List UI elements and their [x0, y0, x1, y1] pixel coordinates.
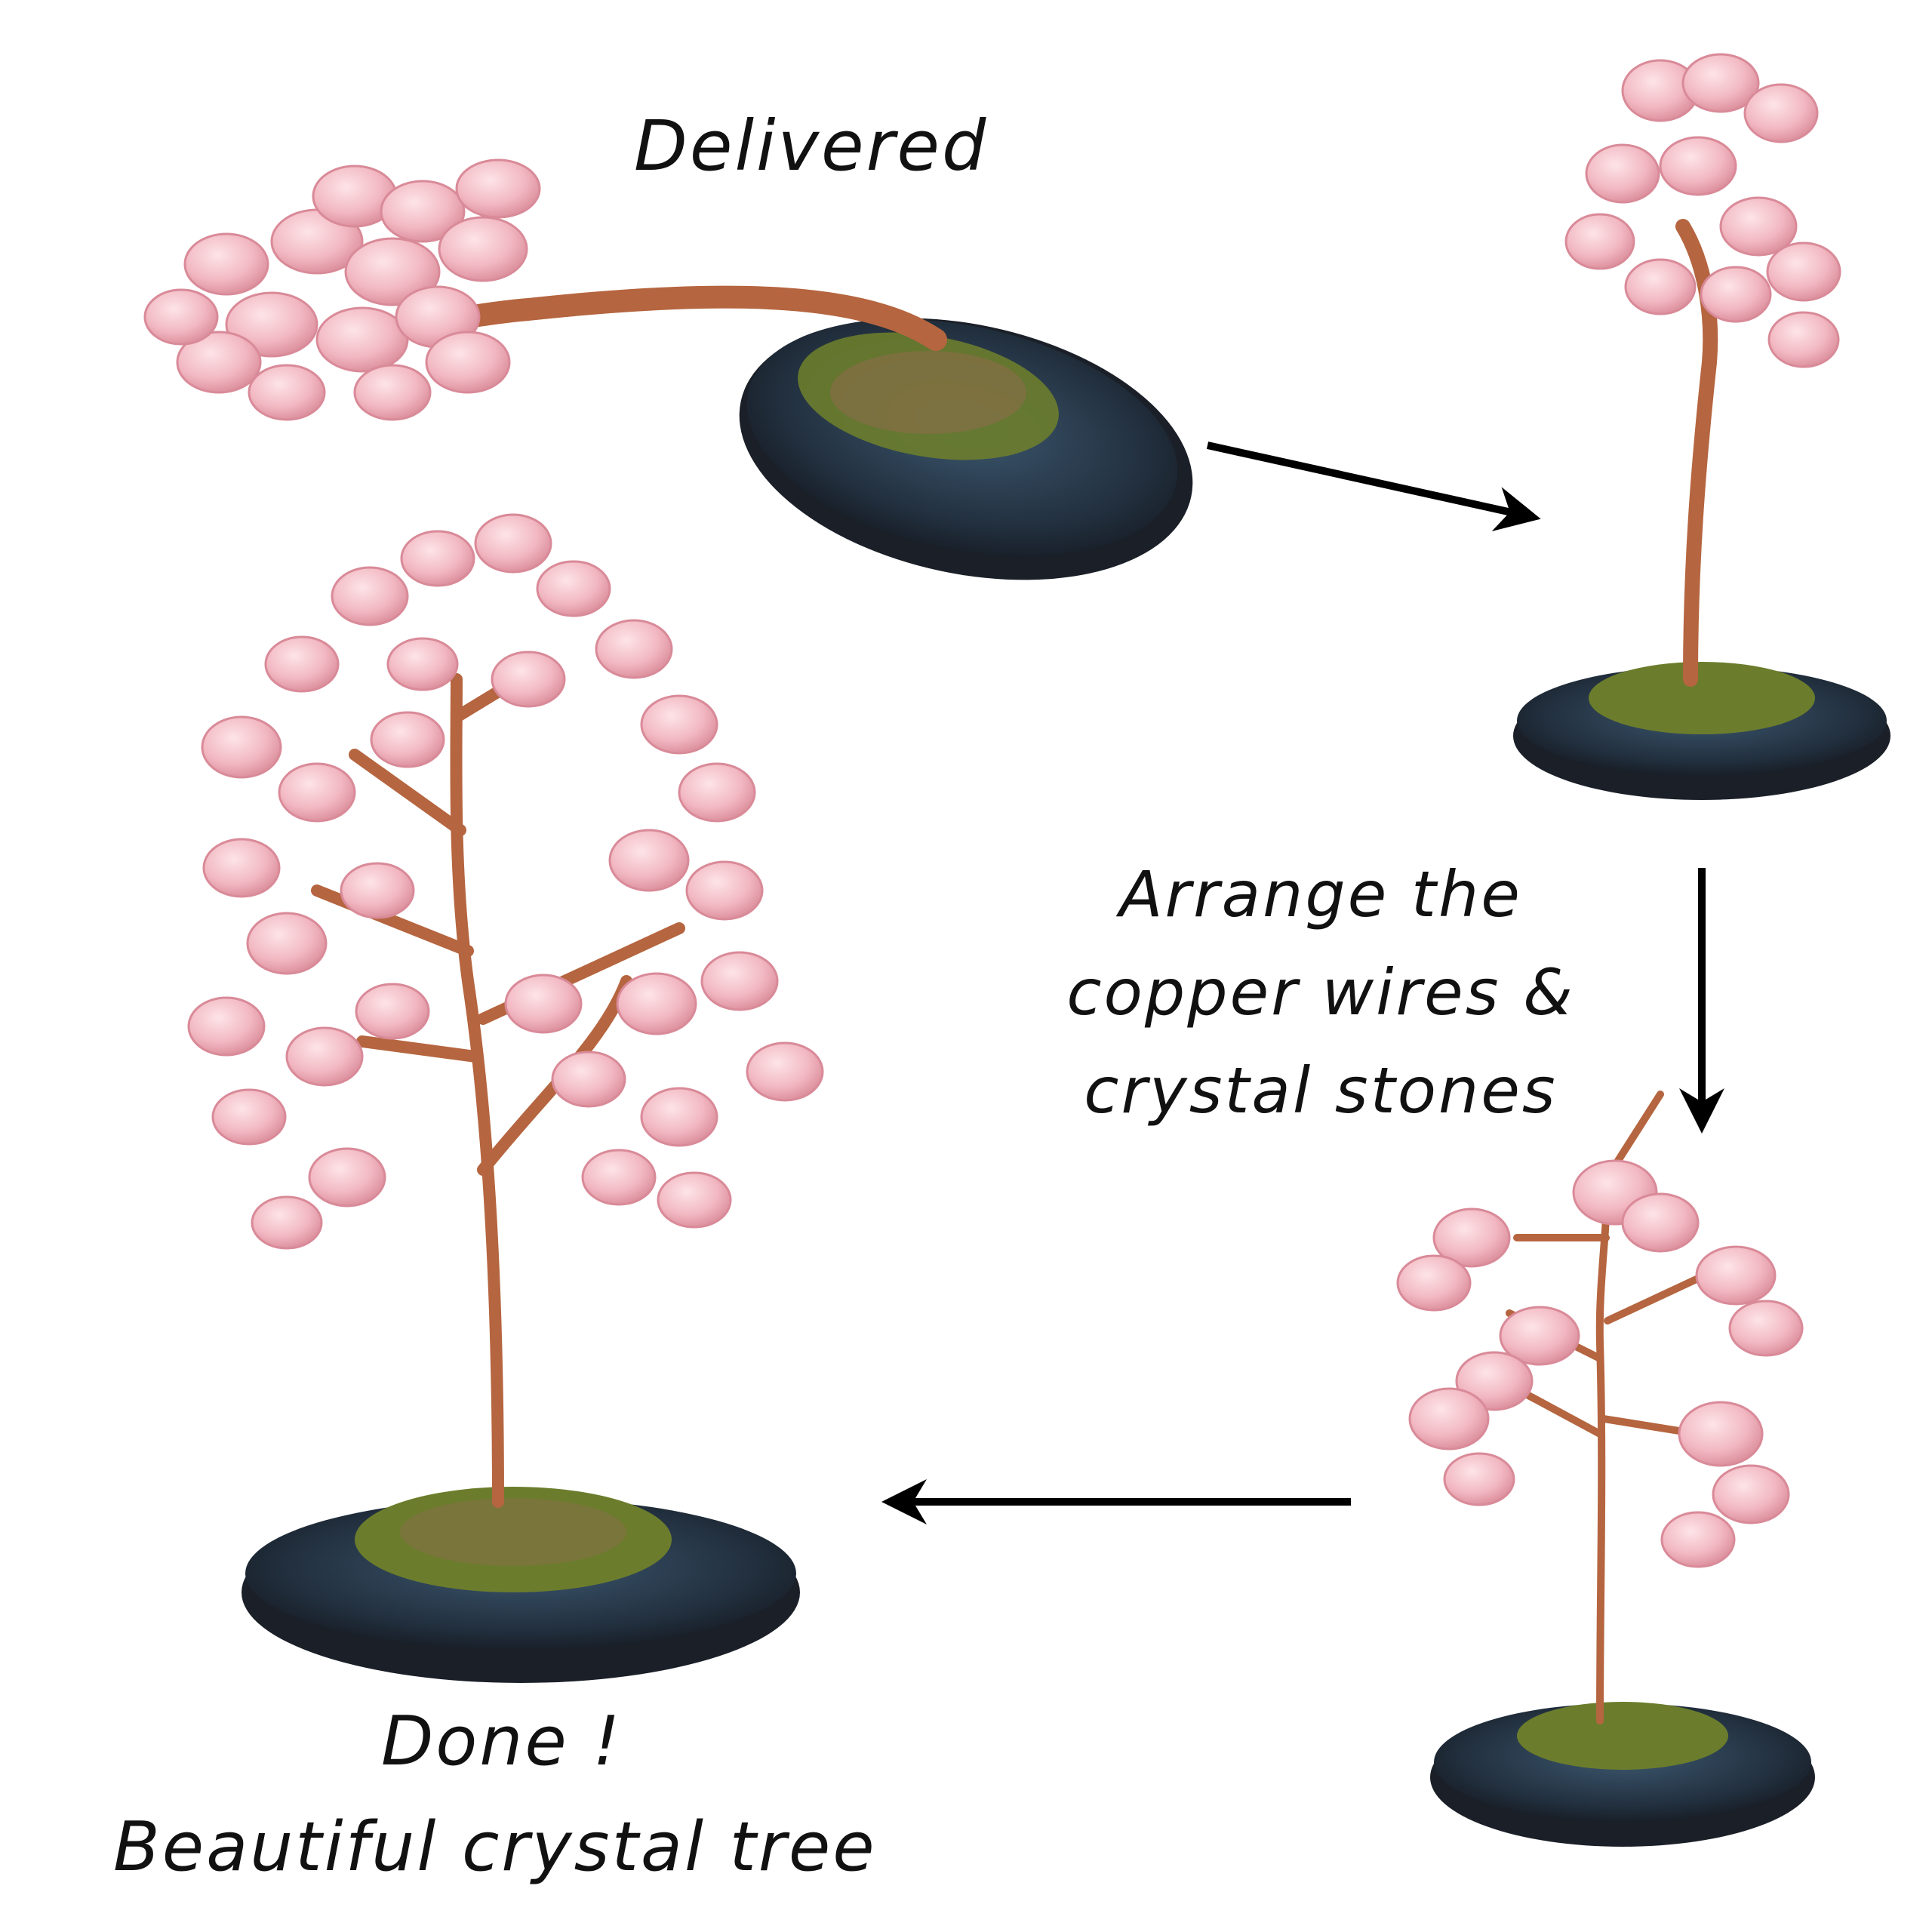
caption-delivered: Delivered: [634, 106, 989, 186]
delivered-tree: [143, 158, 1193, 580]
quartz-foliage: [143, 158, 541, 421]
arranged-tree: [1396, 1091, 1815, 1847]
quartz-foliage: [187, 513, 824, 1250]
copper-trunk: [1675, 219, 1718, 687]
finished-tree: [187, 513, 824, 1683]
arrow-right-down: [1206, 441, 1541, 531]
caption-arrange-line-3: crystal stones: [1084, 1054, 1558, 1128]
caption-beautiful: Beautiful crystal tree: [113, 1807, 877, 1887]
caption-arrange: Arrange the copper wires & crystal stone…: [1011, 845, 1630, 1140]
agate-base: [1513, 662, 1890, 800]
agate-base: [1430, 1702, 1815, 1847]
caption-arrange-line-2: copper wires &: [1066, 955, 1575, 1029]
agate-base: [739, 318, 1193, 580]
caption-arrange-line-1: Arrange the: [1119, 857, 1522, 931]
unfolded-tree: [1513, 53, 1890, 800]
quartz-foliage: [1564, 53, 1841, 368]
caption-done: Done !: [381, 1702, 623, 1781]
quartz-foliage: [1396, 1159, 1804, 1568]
agate-base: [242, 1487, 800, 1683]
